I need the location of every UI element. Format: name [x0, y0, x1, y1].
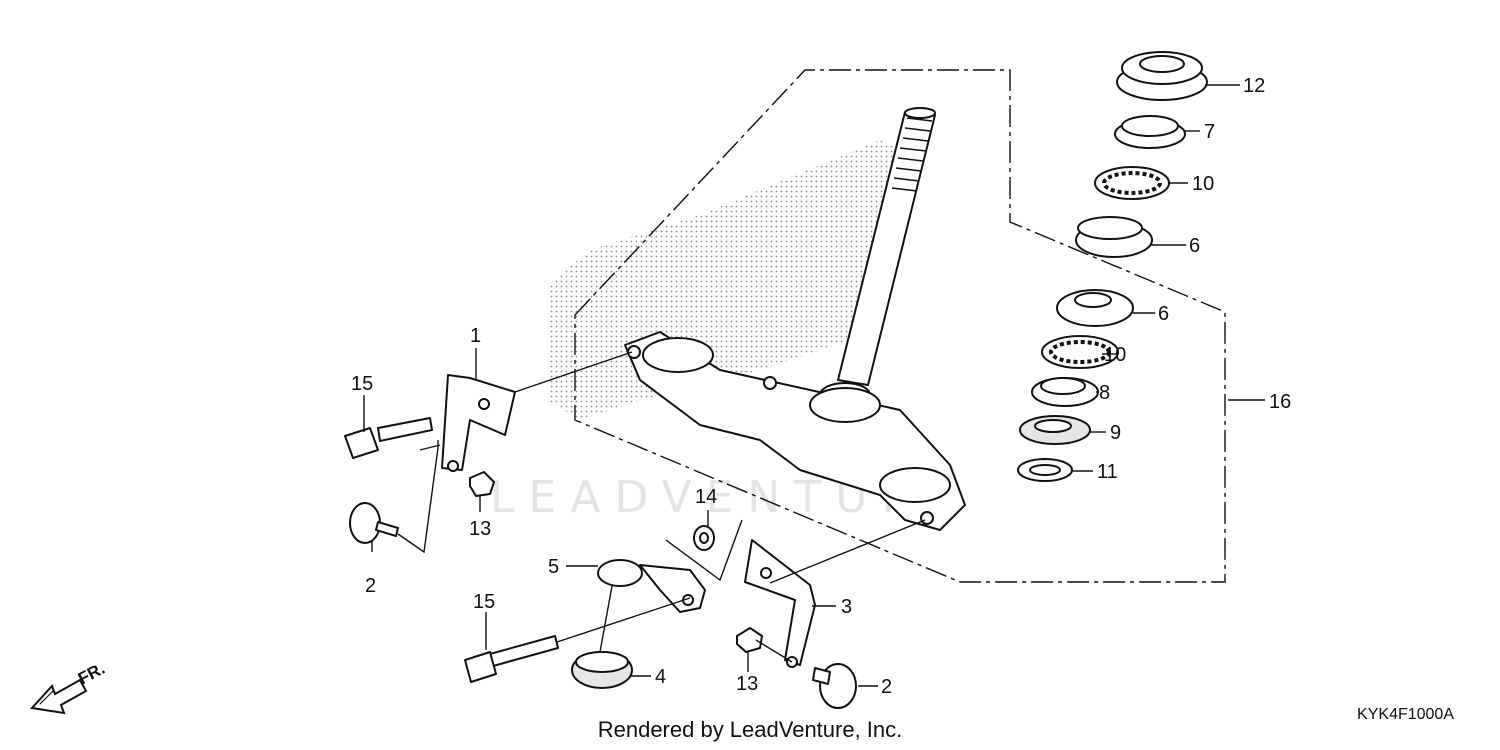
callout-15-upper: 15 [351, 373, 373, 395]
part-6-ball-race-upper [1075, 216, 1153, 258]
part-10-bearing-upper [1094, 166, 1170, 200]
callout-2-right: 2 [881, 676, 892, 698]
part-9-dust-seal [1019, 415, 1091, 445]
callout-11: 11 [1097, 461, 1118, 483]
callout-13-lower: 13 [736, 673, 758, 695]
callout-3: 3 [841, 596, 852, 618]
part-10-bearing-lower [1041, 335, 1119, 369]
callout-7: 7 [1204, 121, 1215, 143]
callout-10-upper: 10 [1192, 173, 1214, 195]
callout-9: 9 [1110, 422, 1121, 444]
callout-6-upper: 6 [1189, 235, 1200, 257]
assembly-outline [574, 69, 1226, 583]
connection-lines [397, 351, 926, 663]
part-7-cone-race [1114, 115, 1186, 149]
footer-credit: Rendered by LeadVenture, Inc. [597, 717, 903, 742]
callout-1: 1 [470, 325, 481, 347]
part-12-lock-nut [1116, 51, 1208, 101]
part-5-clamp [597, 559, 706, 613]
callout-8: 8 [1099, 382, 1110, 404]
callout-15-lower: 15 [473, 591, 495, 613]
diagram-code: KYK4F1000A [1357, 706, 1454, 723]
callout-5: 5 [548, 556, 559, 578]
part-15-bolt-upper [344, 417, 433, 459]
callout-4: 4 [655, 666, 666, 688]
part-8-cone-race [1031, 377, 1099, 407]
bottom-bridge [624, 331, 966, 531]
part-2-grommet-right [812, 663, 857, 709]
part-11-washer [1017, 458, 1073, 482]
front-direction-arrow-icon [30, 678, 88, 715]
part-2-grommet-left [349, 502, 399, 544]
part-13-nut-upper [469, 471, 495, 497]
part-13-nut-lower [736, 627, 763, 653]
leader-lines [363, 84, 1265, 687]
part-6-ball-race-lower [1056, 289, 1134, 327]
callout-10-lower: 10 [1104, 344, 1126, 366]
part-4-rubber-ring [571, 651, 633, 689]
part-15-bolt-lower [464, 635, 559, 683]
callout-2-left: 2 [365, 575, 376, 597]
callout-13-upper: 13 [469, 518, 491, 540]
callout-16: 16 [1269, 391, 1291, 413]
callout-6-lower: 6 [1158, 303, 1169, 325]
callout-labels: 1 15 2 13 5 15 4 14 3 13 2 12 7 10 6 6 1… [351, 75, 1291, 698]
callout-12: 12 [1243, 75, 1265, 97]
part-1-bracket [441, 374, 516, 471]
part-14-washer [693, 525, 715, 551]
callout-14: 14 [695, 486, 717, 508]
